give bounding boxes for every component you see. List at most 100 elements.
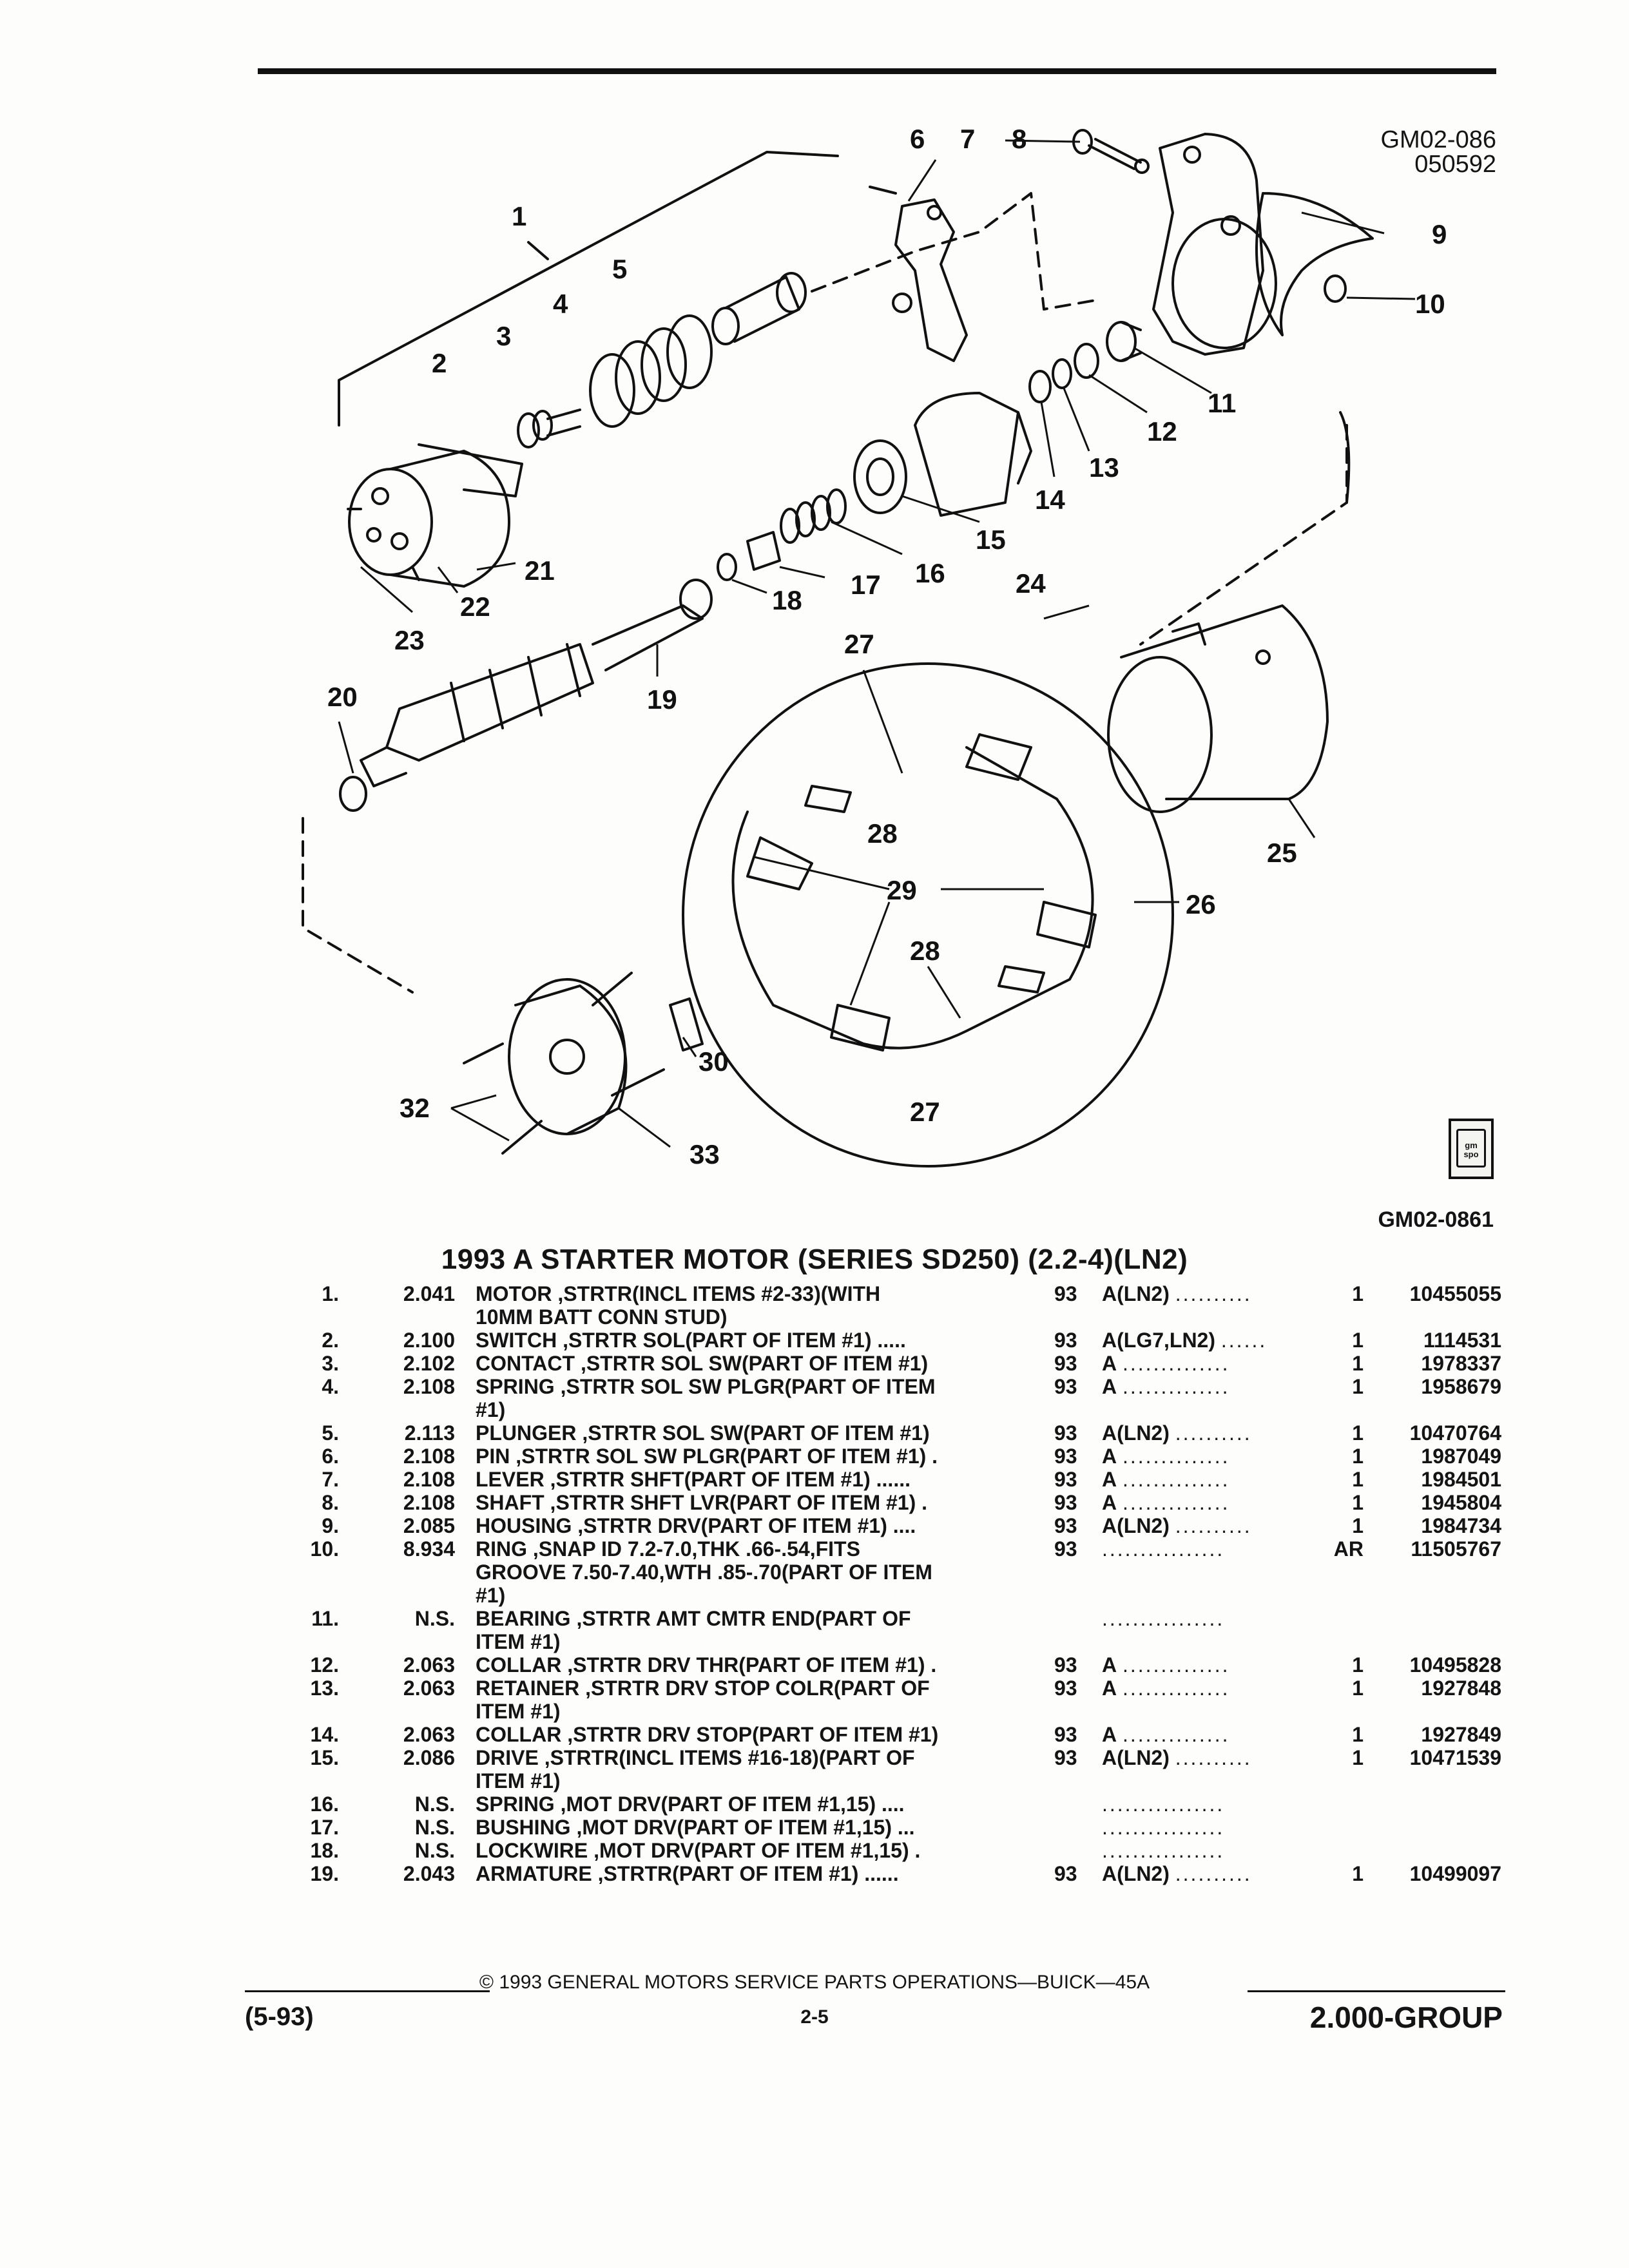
callout-1: 1 (512, 201, 526, 231)
model-code: A .............. (1102, 1468, 1229, 1491)
part-name: RETAINER (476, 1677, 580, 1700)
leader-dots: .............. (1123, 1723, 1230, 1746)
callout-8: 8 (1012, 124, 1027, 154)
part-spec-continued: ITEM #1) (476, 1630, 561, 1653)
part-description: LEVER ,STRTR SHFT(PART OF ITEM #1) .....… (476, 1468, 911, 1491)
part-spec: ,STRTR AMT CMTR END(PART OF (576, 1607, 911, 1630)
part-spec: ,STRTR DRV(PART OF ITEM #1) .... (577, 1514, 916, 1537)
model-code: A(LN2) .......... (1102, 1862, 1252, 1885)
part-description: COLLAR ,STRTR DRV THR(PART OF ITEM #1) . (476, 1653, 936, 1677)
callout-12: 12 (1147, 416, 1177, 447)
end-frame (463, 972, 665, 1155)
group-code: 2.000-GROUP (1309, 2001, 1503, 2034)
model-value: A (1102, 1445, 1117, 1468)
collar-thrust (1074, 343, 1099, 379)
callout-19: 19 (647, 684, 677, 715)
part-description: DRIVE ,STRTR(INCL ITEMS #16-18)(PART OF (476, 1746, 915, 1769)
callout-27b: 27 (910, 1097, 940, 1127)
group-number: N.S. (414, 1816, 455, 1839)
quantity: 1 (1352, 1375, 1364, 1398)
footer-rule-left (245, 1990, 490, 1992)
item-number: 7. (322, 1468, 339, 1491)
leader-dots: ................ (1102, 1607, 1225, 1630)
item-number: 15. (310, 1746, 339, 1769)
contact (517, 408, 581, 448)
callout-28b: 28 (910, 936, 940, 966)
leader-dots: ...... (1220, 1329, 1268, 1352)
part-name: DRIVE (476, 1746, 539, 1769)
part-name: BEARING (476, 1607, 571, 1630)
model-value: A (1102, 1723, 1117, 1746)
model-code: A .............. (1102, 1653, 1229, 1677)
part-spec: ,STRTR SOL(PART OF ITEM #1) ..... (563, 1329, 906, 1352)
model-value: A (1102, 1491, 1117, 1514)
part-name: SPRING (476, 1792, 555, 1816)
item-number: 11. (311, 1607, 339, 1630)
model-code: ................ (1102, 1816, 1224, 1839)
table-row: 16.N.S.SPRING ,MOT DRV(PART OF ITEM #1,1… (0, 1792, 1629, 1816)
quantity: 1 (1352, 1862, 1364, 1885)
item-number: 4. (322, 1375, 339, 1398)
figure-code: GM02-0861 (1378, 1207, 1494, 1232)
table-row-continuation: GROOVE 7.50-7.40,WTH .85-.70(PART OF ITE… (0, 1561, 1629, 1584)
brush-holder-ring (682, 662, 1174, 1168)
quantity: 1 (1352, 1723, 1364, 1746)
part-number: 1114531 (1423, 1329, 1501, 1352)
model-code: A .............. (1102, 1677, 1229, 1700)
callout-27a: 27 (844, 629, 874, 659)
quantity: 1 (1352, 1468, 1364, 1491)
leader-dots: ................ (1102, 1839, 1225, 1862)
part-spec: ,STRTR SOL SW PLGR(PART OF ITEM #1) . (516, 1445, 938, 1468)
part-spec-continued: 10MM BATT CONN STUD) (476, 1305, 728, 1329)
part-spec-continued: #1) (476, 1584, 506, 1607)
part-name: PLUNGER (476, 1421, 577, 1445)
item-number: 9. (322, 1514, 339, 1537)
part-name: HOUSING (476, 1514, 572, 1537)
group-number: 2.063 (403, 1723, 455, 1746)
callout-29: 29 (887, 875, 917, 905)
starter-drive (853, 392, 1032, 517)
part-spec: ,STRTR DRV STOP(PART OF ITEM #1) (567, 1723, 939, 1746)
part-description: COLLAR ,STRTR DRV STOP(PART OF ITEM #1) (476, 1723, 938, 1746)
model-year: 93 (1054, 1862, 1077, 1885)
model-code: A .............. (1102, 1723, 1229, 1746)
group-number: N.S. (414, 1792, 455, 1816)
plunger-spring (589, 314, 713, 428)
callout-14: 14 (1035, 485, 1065, 515)
part-description: ARMATURE ,STRTR(PART OF ITEM #1) ...... (476, 1862, 899, 1885)
part-description: BUSHING ,MOT DRV(PART OF ITEM #1,15) ... (476, 1816, 915, 1839)
item-number: 16. (310, 1792, 339, 1816)
part-spec: ,STRTR(INCL ITEMS #2-33)(WITH (557, 1282, 881, 1305)
part-spec: ,STRTR SHFT LVR(PART OF ITEM #1) . (550, 1491, 928, 1514)
part-spec: ,STRTR(PART OF ITEM #1) ...... (597, 1862, 899, 1885)
leader-dots: .......... (1175, 1514, 1252, 1537)
part-description: HOUSING ,STRTR DRV(PART OF ITEM #1) .... (476, 1514, 916, 1537)
model-code: A(LG7,LN2) ...... (1102, 1329, 1267, 1352)
item-number: 2. (322, 1329, 339, 1352)
group-number: 2.113 (404, 1421, 455, 1445)
model-code: A(LN2) .......... (1102, 1421, 1252, 1445)
quantity: 1 (1352, 1445, 1364, 1468)
shift-lever (869, 186, 968, 362)
part-name: MOTOR (476, 1282, 552, 1305)
part-spec: ,STRTR DRV STOP COLR(PART OF (585, 1677, 930, 1700)
item-number: 5. (322, 1421, 339, 1445)
copyright: © 1993 GENERAL MOTORS SERVICE PARTS OPER… (479, 1972, 1150, 1993)
model-code: A(LN2) .......... (1102, 1514, 1252, 1537)
quantity: AR (1333, 1537, 1364, 1561)
footer-rule-right (1248, 1990, 1505, 1992)
part-spec: ,STRTR SOL SW PLGR(PART OF ITEM (560, 1375, 936, 1398)
callout-33: 33 (689, 1139, 720, 1169)
part-number: 10499097 (1409, 1862, 1501, 1885)
callout-23: 23 (394, 625, 425, 655)
top-rule (258, 68, 1496, 74)
table-row-continuation: ITEM #1) (0, 1630, 1629, 1653)
part-name: PIN (476, 1445, 510, 1468)
table-row-continuation: ITEM #1) (0, 1700, 1629, 1723)
